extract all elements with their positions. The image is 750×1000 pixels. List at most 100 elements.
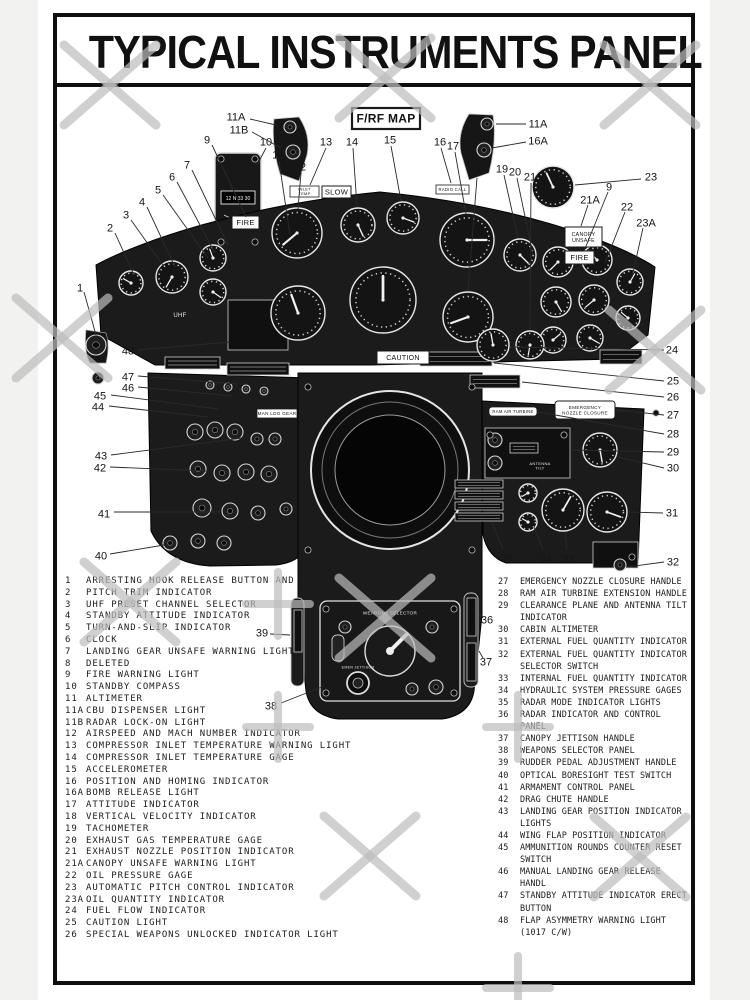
legend-item-text: RADAR LOCK-ON LIGHT [86, 717, 207, 728]
legend-item-text: CANOPY JETTISON HANDLE [520, 734, 635, 745]
gauge-hub [588, 336, 592, 340]
callout-leader-line [191, 169, 229, 246]
callout-leader-line [114, 232, 135, 276]
gauge-hub [401, 216, 405, 220]
panel-label-box [256, 408, 298, 419]
legend-item-text: EXTERNAL FUEL QUANTITY INDICATOR [520, 637, 687, 648]
legend-item-number: 9 [65, 670, 72, 681]
legend-item-number: 38 [498, 746, 509, 757]
callout-number: 7 [184, 160, 190, 172]
callout-leader-line [83, 291, 97, 336]
knob-core [287, 124, 293, 130]
callout-leader-line [580, 204, 589, 227]
gauge-tick-ring [580, 286, 608, 314]
placard [164, 356, 221, 370]
knob-core [617, 562, 623, 568]
legend-item-number: 11A [65, 705, 84, 716]
gauge-tick-ring [201, 280, 225, 304]
callout-number: 36 [481, 615, 493, 627]
gauge-tick-ring [541, 328, 565, 352]
gauge-needle [290, 293, 300, 315]
callout-leader-line [631, 227, 644, 278]
legend-item-text: OIL PRESSURE GAGE [86, 870, 194, 881]
callout-leader-line [571, 449, 665, 453]
panel-label-text: UHF [173, 313, 186, 319]
gauge-hub [465, 238, 469, 242]
compass-window [220, 190, 256, 205]
gauge-hub [356, 223, 360, 227]
screw [322, 605, 330, 613]
knob-core [198, 504, 206, 512]
callout-leader-line [604, 211, 626, 264]
panel-label-text: CAUTION [386, 355, 420, 362]
callout-leader-line [297, 172, 302, 210]
legend-item-text: UHF PRESET CHANNEL SELECTOR [86, 599, 257, 610]
legend-item-number: 13 [65, 741, 78, 752]
callout-number: 4 [139, 197, 145, 209]
legend-item-number: 14 [65, 752, 78, 763]
callout-number: 21 [524, 172, 536, 184]
legend-item-number: 11B [65, 717, 84, 728]
gauge-tick-ring [578, 326, 602, 350]
knob-core [195, 538, 201, 544]
knob-core [481, 147, 487, 153]
legend-item-text: ARMAMENT CONTROL PANEL [520, 782, 635, 793]
legend-item-text: STANDBY COMPASS [86, 682, 181, 693]
legend-item-number: 17 [65, 800, 78, 811]
callout-number: 27 [667, 410, 679, 422]
panel-label-text: F/RF MAP [356, 112, 415, 126]
legend-item-number: 25 [65, 918, 78, 929]
legend-item-text: BOMB RELEASE LIGHT [86, 788, 200, 799]
gauge-hub [466, 315, 470, 319]
legend-item-number: 33 [498, 673, 509, 684]
legend-item-text: CLOCK [86, 634, 118, 645]
legend-item-text: FLAP ASYMMETRY WARNING LIGHT (1017 C/W) [520, 915, 667, 938]
gauge-tick-ring [446, 295, 490, 339]
gauge-hub [129, 281, 133, 285]
legend-item-number: 16A [65, 788, 84, 799]
legend-item-text: STANDBY ATTITUDE INDICATOR [86, 611, 251, 622]
callout-leader-line [278, 160, 291, 236]
panel-label-text: EMER JETTISON [342, 665, 375, 669]
gauge-hub [295, 231, 299, 235]
callout-leader-line [627, 511, 664, 514]
legend-item: 6 CLOCK [65, 635, 489, 647]
legend-item-text: CABIN ALTIMETER [520, 625, 599, 636]
callout-leader-line [478, 612, 484, 619]
callout-leader-line [533, 526, 544, 551]
callout-leader-line [130, 219, 164, 266]
legend-item-text: WING FLAP POSITION INDICATOR [520, 830, 667, 841]
callout-number: 34 [540, 554, 552, 566]
callout-number: 19 [496, 164, 508, 176]
legend-item-text: EXHAUST GAS TEMPERATURE GAGE [86, 835, 263, 846]
legend-item-number: 23 [65, 882, 78, 893]
legend-item-number: 34 [498, 685, 509, 696]
screw [304, 546, 312, 554]
legend-item-number: 6 [65, 634, 72, 645]
callout-number: 1 [77, 283, 83, 295]
legend-item-text: DRAG CHUTE HANDLE [520, 794, 609, 805]
knob-core [243, 469, 249, 475]
callout-leader-line [467, 177, 478, 292]
legend-item-text: STANDBY ATTITUDE INDICATOR ERECT BUTTON [520, 891, 687, 914]
legend-item-text: RADAR MODE INDICATOR LIGHTS [520, 697, 661, 708]
gauge-tick-ring [389, 204, 417, 232]
callout-number: 16 [434, 137, 446, 149]
callout-leader-line [454, 151, 467, 215]
gauge-tick-ring [506, 241, 534, 269]
gauge-tick-ring [535, 169, 571, 205]
panel-label-box [321, 185, 352, 199]
callout-number: 2 [107, 223, 113, 235]
legend-item-text: CBU DISPENSER LIGHT [86, 705, 207, 716]
